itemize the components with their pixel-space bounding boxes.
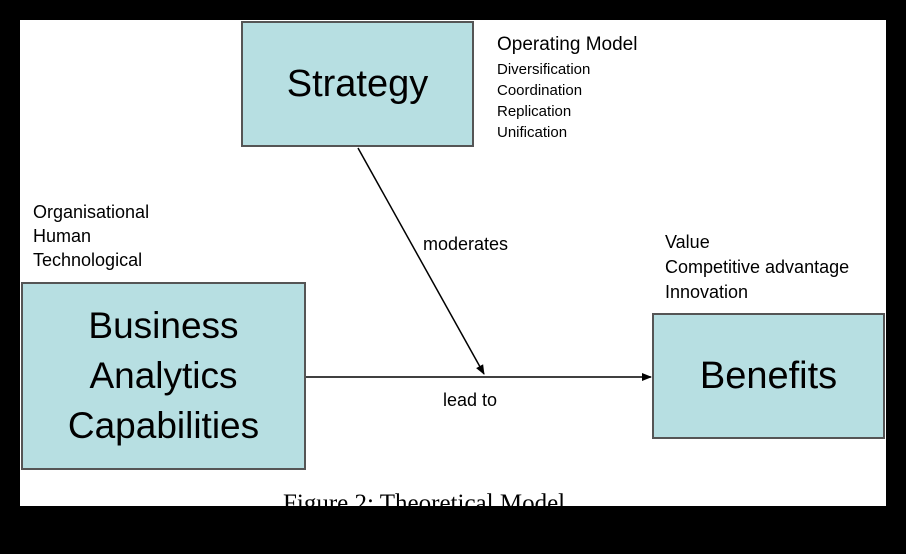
benefit-attribute: Innovation <box>665 282 749 302</box>
operating-model-list: Diversification Coordination Replication… <box>497 59 590 143</box>
operating-model-item: Replication <box>497 103 572 120</box>
figure-caption: Figure 2: Theoretical Model <box>283 490 566 506</box>
moderates-edge-label: moderates <box>423 234 509 254</box>
benefit-attributes-list: Value Competitive advantage Innovation <box>665 230 849 305</box>
capability-attribute: Human <box>33 226 92 246</box>
bac-node-line-3: Capabilities <box>67 405 260 446</box>
diagram-canvas: Strategy Business Analytics Capabilities… <box>20 20 886 506</box>
capability-attribute: Organisational <box>33 202 150 222</box>
capability-attributes-list: Organisational Human Technological <box>33 200 149 272</box>
diagram-connectors <box>306 147 652 381</box>
operating-model-item: Diversification <box>497 61 591 78</box>
bac-node-line-2: Analytics <box>89 355 238 396</box>
capability-attribute: Technological <box>33 250 143 270</box>
benefit-attribute: Competitive advantage <box>665 257 850 277</box>
moderates-arrow <box>357 147 485 375</box>
benefit-attribute: Value <box>665 232 710 252</box>
strategy-node: Strategy <box>241 21 474 147</box>
benefits-node: Benefits <box>652 313 885 439</box>
benefits-node-label: Benefits <box>699 354 838 397</box>
operating-model-item: Unification <box>497 124 568 141</box>
bac-node-line-1: Business <box>88 305 239 346</box>
operating-model-item: Coordination <box>497 82 583 99</box>
operating-model-title: Operating Model <box>497 34 638 55</box>
business-analytics-capabilities-node: Business Analytics Capabilities <box>21 282 306 470</box>
lead-to-edge-label: lead to <box>443 390 498 410</box>
strategy-node-label: Strategy <box>286 62 429 105</box>
